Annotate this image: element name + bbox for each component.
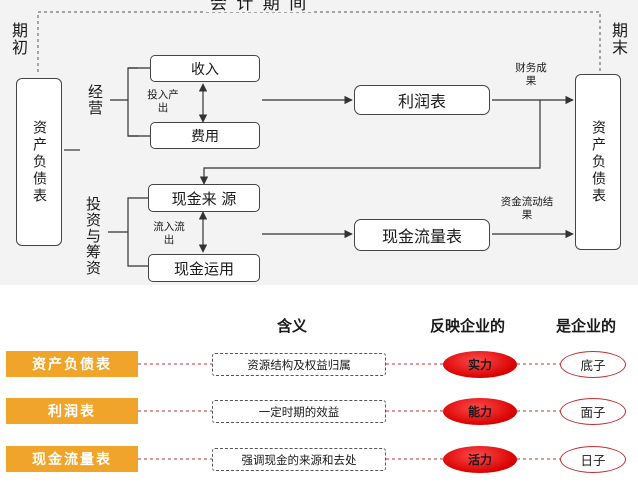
investing-financing-label: 投资与筹资 bbox=[84, 196, 102, 276]
header-meaning: 含义 bbox=[277, 317, 308, 335]
header-reflects: 反映企业的 bbox=[430, 317, 506, 335]
period-end-label: 期末 bbox=[609, 22, 628, 56]
financial-result-label: 财务成果 bbox=[515, 62, 547, 87]
cash-flow-statement-box: 现金流量表 bbox=[354, 219, 490, 251]
input-output-label: 投入产出 bbox=[147, 89, 179, 114]
balance-sheet-end: 资产负债表 bbox=[575, 74, 621, 250]
row-is-balance-sheet: 底子 bbox=[560, 351, 626, 378]
income-statement-box: 利润表 bbox=[354, 85, 490, 115]
inflow-outflow-label: 流入流出 bbox=[153, 221, 185, 246]
row-meaning-cash-flow-statement: 强调现金的来源和去处 bbox=[212, 448, 386, 471]
row-label-income-statement: 利润表 bbox=[6, 398, 138, 424]
row-meaning-income-statement: 一定时期的效益 bbox=[212, 400, 386, 423]
operations-label: 经营 bbox=[86, 84, 104, 116]
expense-box: 费用 bbox=[150, 122, 260, 149]
header-is: 是企业的 bbox=[556, 317, 617, 335]
income-box: 收入 bbox=[150, 55, 260, 82]
row-label-balance-sheet: 资产负债表 bbox=[6, 351, 138, 377]
row-meaning-balance-sheet: 资源结构及权益归属 bbox=[212, 353, 386, 376]
cash-use-box: 现金运用 bbox=[148, 254, 260, 282]
row-reflects-cash-flow-statement: 活力 bbox=[443, 446, 517, 473]
balance-sheet-start: 资产负债表 bbox=[16, 78, 62, 246]
row-reflects-balance-sheet: 实力 bbox=[443, 351, 517, 378]
row-label-cash-flow-statement: 现金流量表 bbox=[6, 446, 138, 472]
flow-diagram bbox=[0, 0, 638, 285]
period-title: 会 计 期 间 bbox=[206, 0, 313, 13]
period-start-label: 期初 bbox=[9, 22, 28, 56]
row-is-cash-flow-statement: 日子 bbox=[560, 446, 626, 473]
row-is-income-statement: 面子 bbox=[560, 398, 626, 425]
row-reflects-income-statement: 能力 bbox=[443, 398, 517, 425]
cash-source-box: 现金来 源 bbox=[148, 184, 260, 212]
cash-flow-result-label: 资金流动结果 bbox=[500, 196, 554, 221]
